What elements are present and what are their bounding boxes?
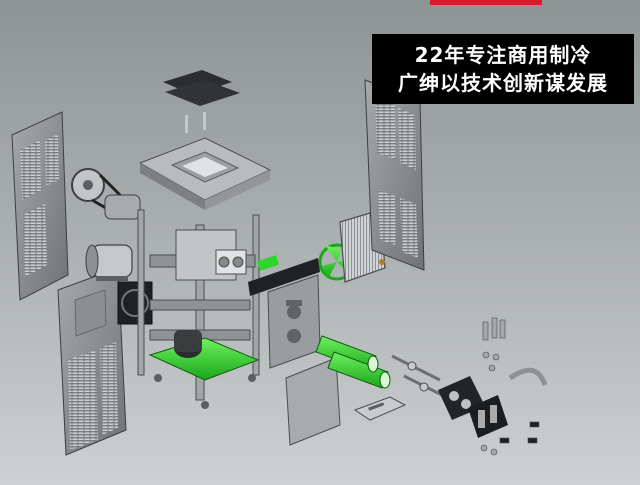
control-panel-icon (248, 255, 320, 296)
drip-tray-icon (353, 396, 407, 421)
side-panel-icon (364, 79, 425, 271)
belt-pulley-icon (71, 168, 141, 220)
freezing-cylinder-icon (315, 335, 391, 389)
handle-icon (508, 367, 548, 386)
fan-grille-icon (117, 281, 153, 325)
motor-icon (85, 244, 133, 281)
side-panel-icon (57, 267, 127, 456)
slogan-banner: 22年专注商用制冷 广绅以技术创新谋发展 (372, 34, 634, 104)
screw-icon (480, 317, 540, 456)
top-lid-icon (163, 70, 240, 133)
front-panel-icon (267, 274, 321, 369)
side-panel-icon (11, 111, 69, 301)
compressor-icon (148, 330, 260, 409)
top-plate-icon (138, 137, 272, 210)
top-accent-bar (430, 0, 542, 5)
dispensing-head-icon (438, 376, 508, 438)
slogan-line-2: 广绅以技术创新谋发展 (398, 71, 608, 95)
slogan-line-1: 22年专注商用制冷 (414, 43, 592, 67)
machine-frame-icon (137, 209, 260, 401)
bottom-panel-icon (285, 357, 341, 446)
